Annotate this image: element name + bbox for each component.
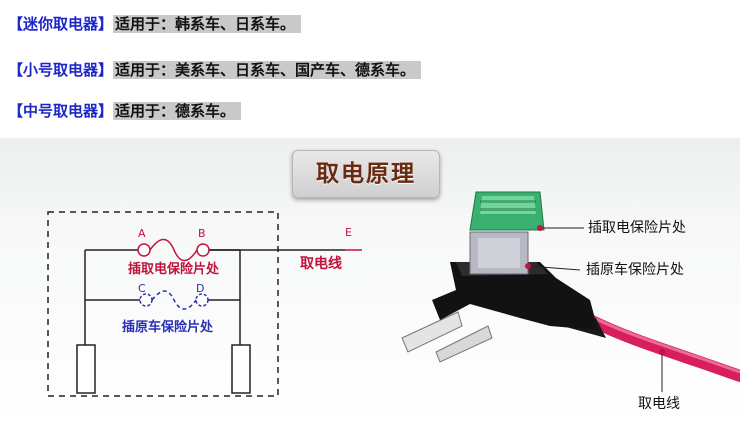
photo-label-original-slot: 插原车保险片处 [586,262,684,278]
fuse-box-outline [47,211,279,397]
label-point-b: B [198,227,206,240]
label-output-wire: 取电线 [300,256,342,272]
product-line-medium: 【中号取电器】适用于：德系车。 [8,98,242,124]
right-blade [231,344,251,394]
principle-title: 取电原理 [316,161,416,187]
product-tag: 【中号取电器】 [8,102,114,120]
principle-title-box: 取电原理 [292,150,440,198]
product-usage: 适用于：德系车。 [113,102,242,120]
label-original-slot: 插原车保险片处 [122,320,214,335]
left-blade [76,344,96,394]
product-usage: 适用于：韩系车、日系车。 [113,15,302,33]
product-line-mini: 【迷你取电器】适用于：韩系车、日系车。 [8,11,302,37]
terminal-a [137,243,151,257]
product-line-small: 【小号取电器】适用于：美系车、日系车、国产车、德系车。 [8,57,422,83]
label-point-e: E [345,226,352,239]
label-point-a: A [138,227,146,240]
metal-blade-front [401,311,463,353]
terminal-b [196,243,210,257]
product-usage: 适用于：美系车、日系车、国产车、德系车。 [113,61,422,79]
photo-label-wire: 取电线 [638,396,680,412]
metal-blade-back [435,325,493,363]
label-take-slot: 插取电保险片处 [128,262,220,277]
fuse-element-take [149,238,198,262]
pointer-original [527,265,581,271]
label-point-c: C [138,282,146,295]
holder-body [432,262,598,330]
red-wire [584,314,740,382]
product-tag: 【迷你取电器】 [8,15,114,33]
photo-label-take-slot: 插取电保险片处 [588,220,686,236]
fuse-element-original [151,290,197,310]
label-point-d: D [196,282,205,295]
terminal-d [195,293,209,307]
product-tag: 【小号取电器】 [8,61,114,79]
